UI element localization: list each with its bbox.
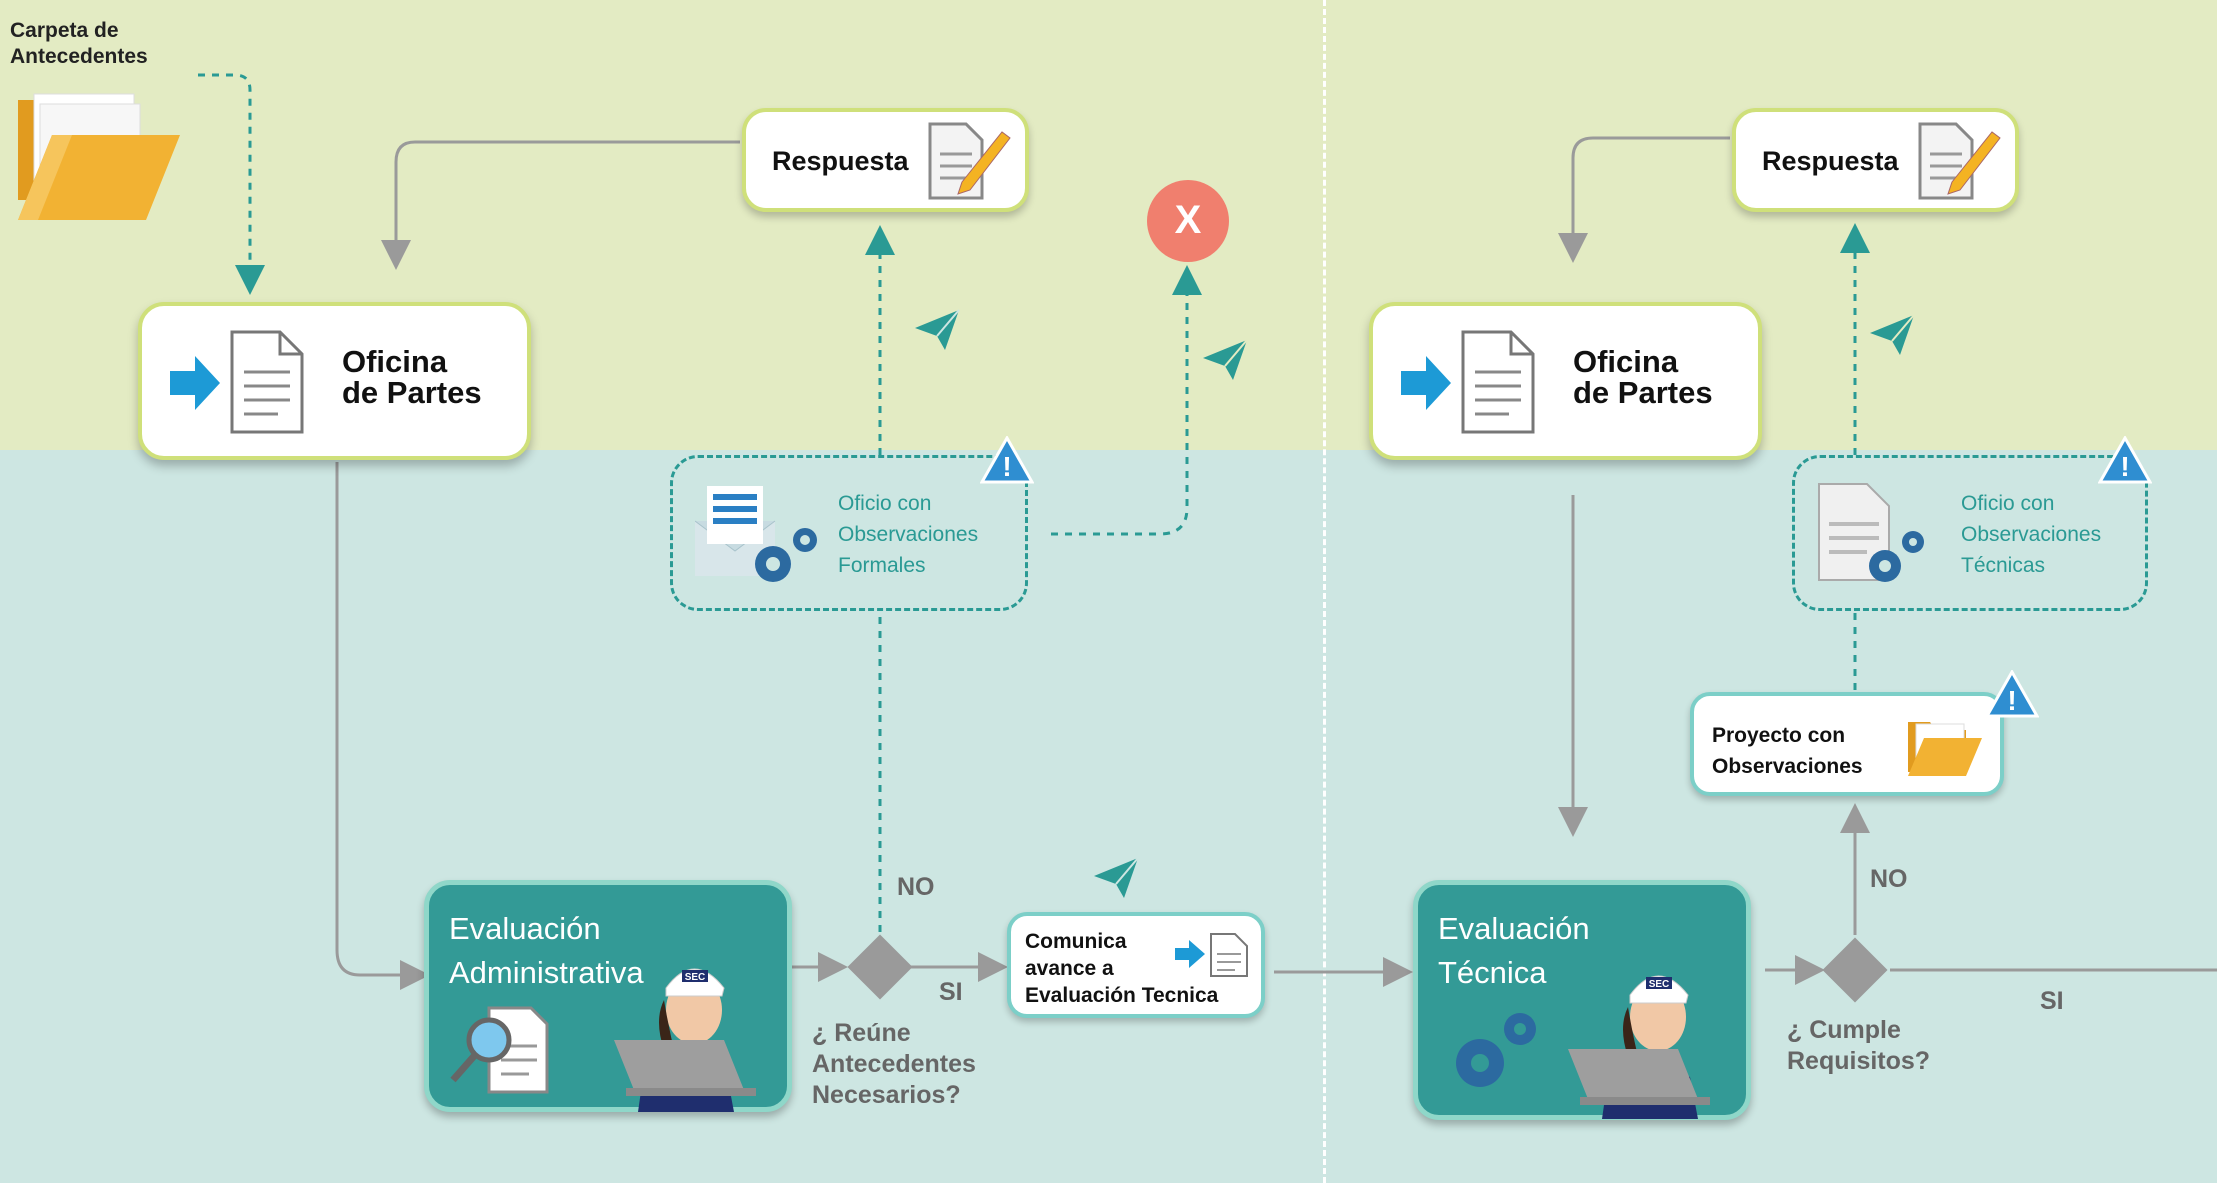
- comunica-label-line: avance a: [1025, 957, 1114, 980]
- right-decision-question: ¿ Cumple Requisitos?: [1787, 1015, 1930, 1077]
- oficio-label-line: Oficio con: [1961, 492, 2055, 515]
- paper-plane-icon: [915, 309, 960, 350]
- oficio-label-line: Oficio con: [838, 492, 932, 515]
- folder-icon: [1908, 722, 1982, 776]
- helmet-badge: SEC: [1649, 979, 1670, 990]
- comunica-label-line: Evaluación Tecnica: [1025, 984, 1219, 1007]
- right-respuesta-to-oficina-connector: [1558, 136, 1730, 263]
- oficina-title-line: de Partes: [342, 375, 482, 410]
- decision-question-line: Antecedentes: [812, 1050, 976, 1078]
- decision-question: ¿ Reúne Antecedentes Necesarios?: [812, 1018, 976, 1111]
- respuesta-to-oficina-connector: [381, 140, 740, 270]
- right-oficina-de-partes-box: Oficina de Partes: [1369, 302, 1762, 460]
- oficina-title-line: Oficina: [1573, 344, 1679, 379]
- document-search-icon: [450, 1006, 549, 1094]
- mail-settings-icon: [695, 486, 817, 582]
- comunica-label: Comunica avance a Evaluación Tecnica: [1025, 928, 1218, 1009]
- warning-symbol: !: [2120, 451, 2129, 482]
- oficio-tecnicas-label: Oficio con Observaciones Técnicas: [1961, 488, 2101, 581]
- oficina-to-eval-admin-connector: [335, 462, 430, 990]
- right-decision-no-label: NO: [1870, 865, 1908, 893]
- proyecto-label-line: Proyecto con: [1712, 724, 1846, 747]
- paper-plane-icon: [1870, 314, 1915, 355]
- folder-to-oficina-connector: [198, 73, 265, 295]
- lane-divider: [1323, 0, 1326, 1183]
- respuesta-label: Respuesta: [1762, 146, 1899, 176]
- warning-icon: !: [1985, 670, 2039, 718]
- oficina-title-line: Oficina: [342, 344, 448, 379]
- evaluacion-tecnica-box: Evaluación Técnica SEC: [1413, 880, 1751, 1120]
- oficio-formales-box: Oficio con Observaciones Formales: [670, 455, 1028, 611]
- oficio-formales-label: Oficio con Observaciones Formales: [838, 488, 978, 581]
- folder-label: Carpeta de Antecedentes: [10, 18, 148, 70]
- folder-label-line: Carpeta de: [10, 19, 119, 42]
- right-decision-diamond: [1822, 937, 1888, 1003]
- document-inbox-icon: [1401, 330, 1535, 434]
- warning-icon: !: [980, 436, 1034, 484]
- inspector-avatar: SEC: [614, 968, 756, 1112]
- oficina-title: Oficina de Partes: [342, 346, 482, 408]
- decision-question-line: Requisitos?: [1787, 1047, 1931, 1075]
- reject-symbol: X: [1174, 198, 1202, 242]
- oficio-label-line: Observaciones: [1961, 523, 2102, 546]
- evaluacion-administrativa-box: Evaluación Administrativa SEC: [424, 880, 792, 1112]
- decision-diamond: [847, 934, 913, 1000]
- decision-si-label: SI: [939, 978, 963, 1006]
- proyecto-observaciones-box: Proyecto con Observaciones: [1690, 692, 2004, 796]
- document-inbox-icon: [170, 330, 304, 434]
- folder-label-line: Antecedentes: [10, 45, 148, 68]
- warning-icon: !: [2098, 436, 2152, 484]
- eval-title-line: Evaluación: [449, 911, 601, 946]
- paper-plane-icon: [1203, 339, 1248, 380]
- oficio-label-line: Formales: [838, 554, 926, 577]
- eval-title-line: Técnica: [1438, 955, 1547, 990]
- decision-no-label: NO: [897, 873, 935, 901]
- oficio-label-line: Observaciones: [838, 523, 979, 546]
- oficio-to-reject-connector: [1051, 265, 1202, 536]
- warning-symbol: !: [2007, 685, 2016, 716]
- oficio-label-line: Técnicas: [1961, 554, 2046, 577]
- oficina-de-partes-box: Oficina de Partes: [138, 302, 531, 460]
- respuesta-box: Respuesta: [742, 108, 1029, 212]
- respuesta-label: Respuesta: [772, 146, 909, 176]
- comunica-avance-box: Comunica avance a Evaluación Tecnica: [1007, 912, 1265, 1018]
- decision-question-line: ¿ Reúne: [812, 1019, 911, 1047]
- decision-question-line: ¿ Cumple: [1787, 1016, 1901, 1044]
- right-decision-si-label: SI: [2040, 987, 2064, 1015]
- document-edit-icon: [928, 122, 1011, 200]
- comunica-label-line: Comunica: [1025, 930, 1127, 953]
- proyecto-label-line: Observaciones: [1712, 755, 1863, 778]
- decision-question-line: Necesarios?: [812, 1081, 961, 1109]
- eval-title-line: Evaluación: [1438, 911, 1590, 946]
- gears-icon: [1456, 1013, 1536, 1087]
- oficio-tecnicas-box: Oficio con Observaciones Técnicas: [1792, 455, 2148, 611]
- paper-plane-icon: [1094, 857, 1139, 898]
- eval-admin-title: Evaluación Administrativa: [449, 907, 644, 995]
- document-settings-icon: [1818, 483, 1924, 582]
- right-oficina-title: Oficina de Partes: [1573, 346, 1713, 408]
- proyecto-label: Proyecto con Observaciones: [1712, 720, 1863, 782]
- folder-icon: [18, 93, 180, 220]
- inspector-avatar: SEC: [1568, 975, 1710, 1119]
- warning-symbol: !: [1002, 451, 1011, 482]
- document-forward-icon: [1175, 933, 1248, 977]
- reject-end-icon: X: [1147, 180, 1229, 262]
- helmet-badge: SEC: [685, 972, 706, 983]
- oficina-title-line: de Partes: [1573, 375, 1713, 410]
- document-edit-icon: [1918, 122, 2001, 200]
- right-respuesta-box: Respuesta: [1732, 108, 2019, 212]
- eval-tecnica-title: Evaluación Técnica: [1438, 907, 1590, 995]
- eval-title-line: Administrativa: [449, 955, 644, 990]
